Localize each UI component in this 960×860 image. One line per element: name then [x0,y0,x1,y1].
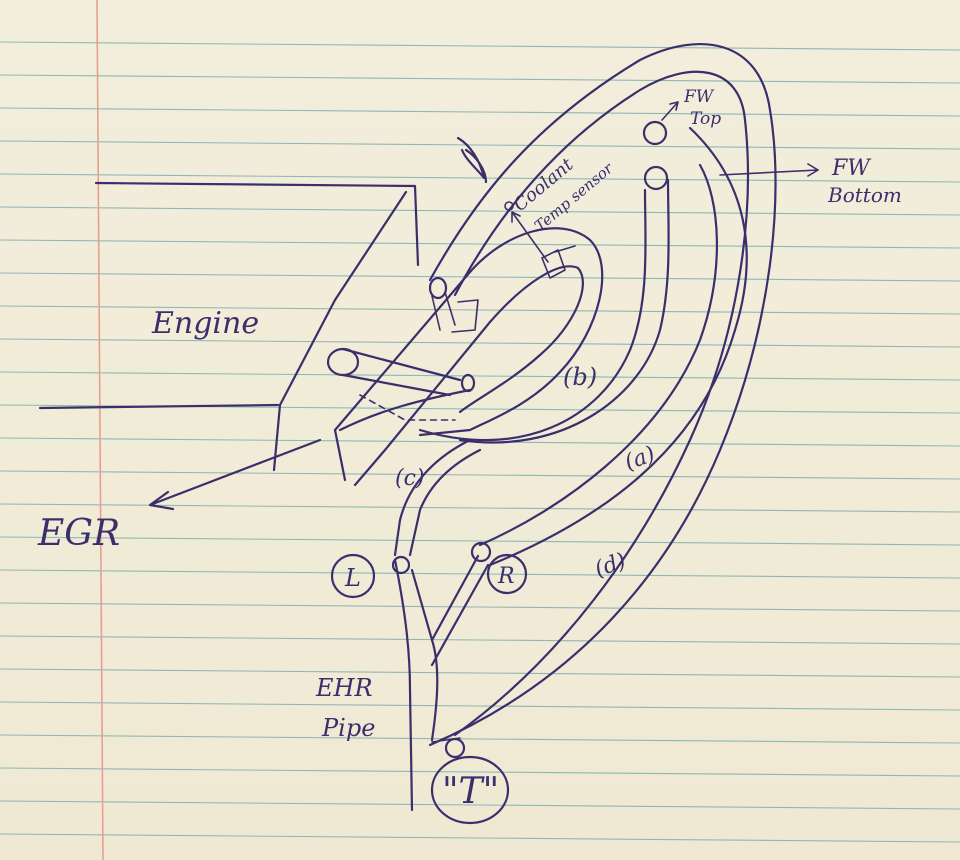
egr-label: EGR [37,513,120,554]
port-t-label: "T" [442,771,499,812]
fw-bottom-label-line1: FW [831,156,872,181]
engine-port-main-tube [338,347,472,432]
pipe-c-left-wall [333,227,604,482]
pipe-c-down-left [393,438,472,557]
rule-line [0,701,960,711]
engine-port-small [460,373,476,393]
junction-t-port [444,737,466,759]
rule-line [0,173,960,183]
engine-label: Engine [151,306,259,341]
engine-port-upper [428,276,448,300]
rule-line [0,338,960,348]
pipe-b-wall-outer [418,188,647,442]
pipe-a-wall-outer [478,163,718,547]
rule-line [0,272,960,282]
rule-line [0,536,960,546]
port-l-label: L [344,564,361,592]
pen-scribble [456,136,488,184]
fw-top-port [642,120,668,146]
rule-line [0,602,960,612]
pipe-c-label: (c) [395,466,425,491]
rule-line [0,305,960,315]
rule-line [0,503,960,513]
rule-line [0,569,960,579]
margin-line [96,0,104,860]
t-port-tab [431,737,461,743]
pipe-c-down-right [408,448,482,557]
fw-top-label-line1: FW [683,87,715,107]
label-r-circle [486,553,528,595]
pipe-c-right-wall [353,265,584,487]
rule-line [0,74,960,84]
pipe-d-inner-wall [453,70,749,737]
dashed-hidden-line [359,394,456,421]
branch-r-wall [430,563,490,667]
rule-line [0,140,960,150]
fw-top-arrow [661,101,679,121]
rule-line [0,206,960,216]
rule-line [0,470,960,480]
junction-l-port [391,555,411,575]
label-t-circle [430,755,510,825]
rule-line [0,239,960,249]
pipe-d-label: (d) [592,548,630,582]
pipe-d-outer-wall [428,42,777,747]
pipe-b-wall-inner [458,178,670,444]
ehr-pipe-left-wall [393,558,414,812]
label-l-circle [330,553,376,599]
rule-line [0,635,960,645]
port-r-label: R [497,564,515,589]
rule-line [0,767,960,777]
rule-line [0,734,960,744]
coolant-sensor-arrow [511,211,549,263]
pipe-b-label: (b) [563,363,597,391]
coolant-sensor-dot [504,201,514,211]
rule-line [0,668,960,678]
rule-line [0,371,960,381]
ehr-label-line2: Pipe [321,714,375,742]
ehr-label-line1: EHR [315,674,373,702]
rule-line [0,107,960,117]
engine-block-outline [38,181,420,472]
junction-r-port [470,541,492,563]
rule-line [0,833,960,843]
egr-arrow [148,438,322,511]
fw-top-label-line2: Top [690,109,721,129]
engine-fitting [431,291,479,333]
rule-line [0,800,960,810]
rule-line [0,41,960,51]
ehr-pipe-right-wall [410,554,480,742]
fw-bottom-label-line2: Bottom [827,183,902,207]
fw-bottom-arrow [719,163,819,177]
pipe-a-wall-inner [488,126,748,567]
fw-bottom-port [643,165,669,191]
coolant-sensor-body [541,245,576,279]
